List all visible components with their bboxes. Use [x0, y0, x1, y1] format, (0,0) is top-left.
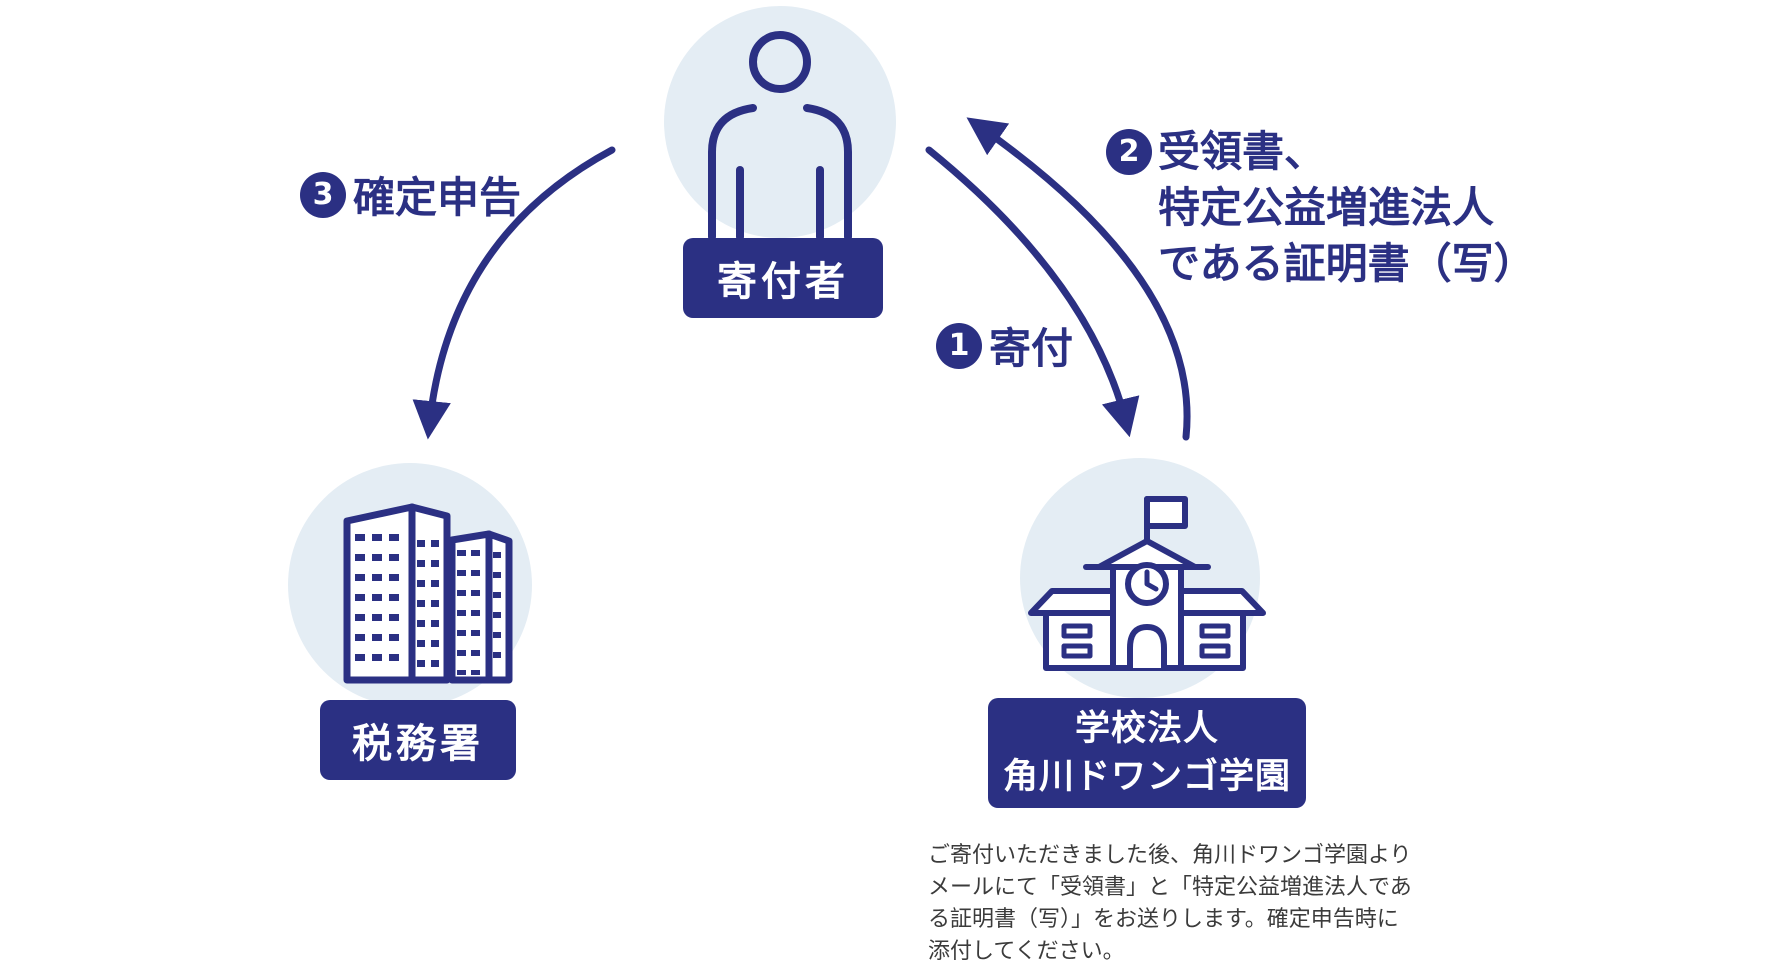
- note-line-3: る証明書（写）」をお送りします。確定申告時に: [928, 907, 1399, 932]
- step-3-text: 確定申告: [353, 173, 522, 222]
- step-2-number-icon: 2: [1106, 129, 1152, 175]
- note-text: ご寄付いただきました後、角川ドワンゴ学園より メールにて「受領書」と「特定公益増…: [928, 840, 1412, 960]
- step-donation-label: 1 寄付: [936, 315, 1073, 376]
- step-2-text-line2: 特定公益増進法人: [1158, 183, 1495, 232]
- note-line-2: メールにて「受領書」と「特定公益増進法人であ: [928, 875, 1412, 900]
- step-tax-return-label: 3 確定申告: [300, 164, 521, 225]
- step-3-number-icon: 3: [300, 171, 346, 218]
- donor-circle: [664, 6, 896, 238]
- school-building-icon: [1028, 496, 1266, 671]
- school-plate: 学校法人 角川ドワンゴ学園: [988, 698, 1306, 808]
- person-icon: [708, 31, 852, 241]
- step-2-text-line1: 受領書、: [1158, 127, 1327, 176]
- step-1-text: 寄付: [989, 324, 1074, 373]
- donation-arrow: [925, 146, 1140, 438]
- step-1-number-icon: 1: [936, 322, 982, 369]
- tax-office-plate-text: 税務署: [352, 721, 484, 767]
- note-line-1: ご寄付いただきました後、角川ドワンゴ学園より: [928, 843, 1412, 868]
- school-plate-text-line2: 角川ドワンゴ学園: [1002, 757, 1291, 797]
- donor-plate-text: 寄付者: [717, 259, 849, 305]
- donor-plate: 寄付者: [683, 238, 883, 318]
- step-2-text-line3: である証明書（写）: [1158, 239, 1536, 288]
- tax-return-arrow: [412, 146, 616, 440]
- receipt-arrow: [966, 117, 1191, 441]
- note-line-4: 添付してください。: [928, 939, 1125, 960]
- step-receipt-label: 2 受領書、 特定公益増進法人 である証明書（写）: [1106, 124, 1536, 292]
- tax-office-plate: 税務署: [320, 700, 516, 780]
- office-buildings-icon: [343, 503, 513, 684]
- school-plate-text-line1: 学校法人: [1074, 709, 1219, 749]
